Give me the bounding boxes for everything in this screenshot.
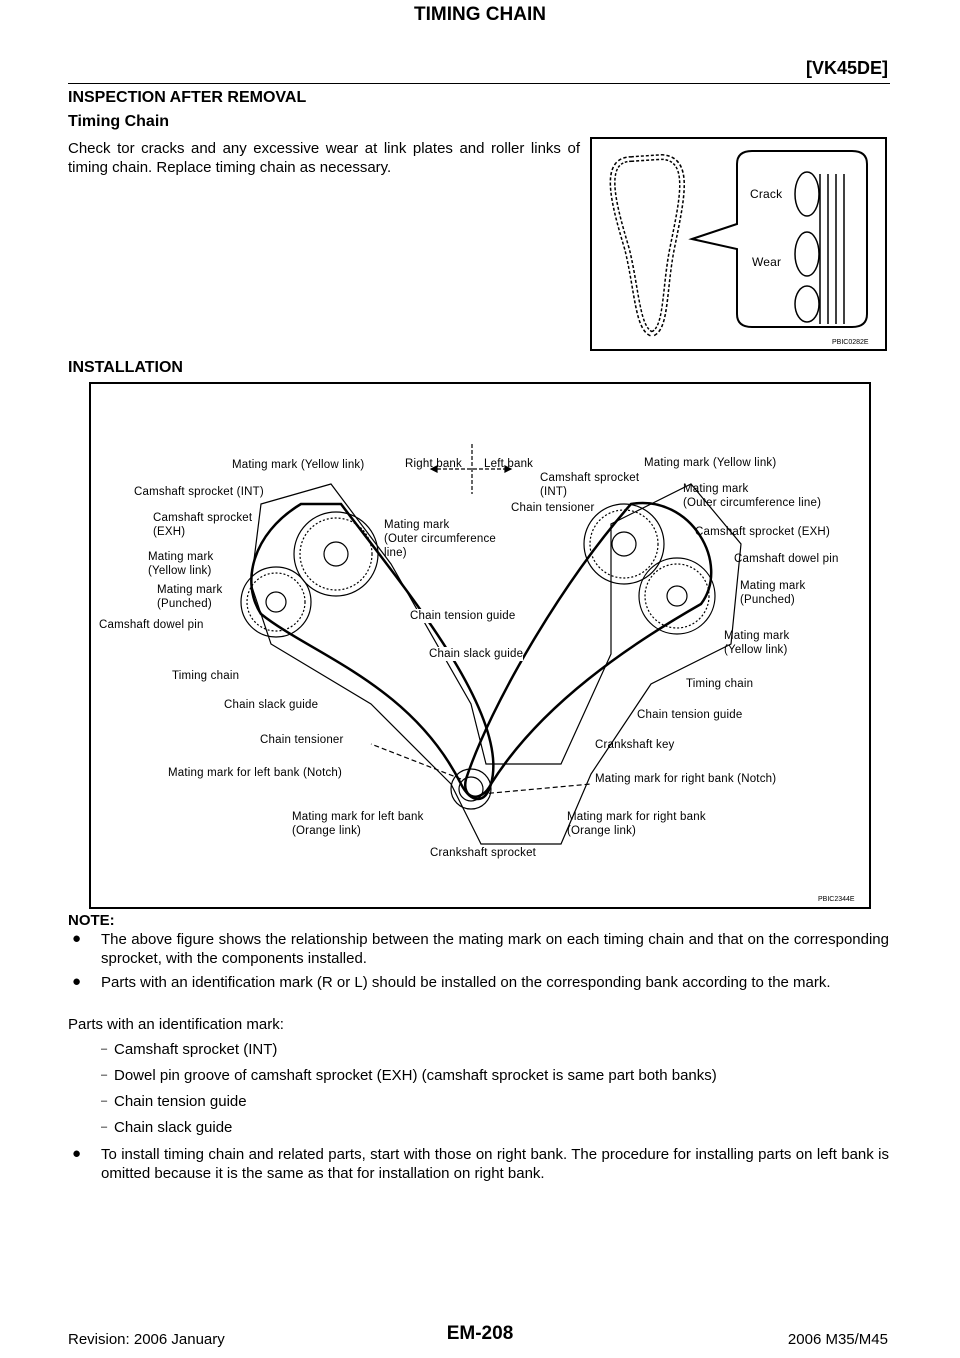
- diagram-label: Chain tension guide: [410, 609, 516, 623]
- figure-timing-chain-installation: Mating mark (Yellow link) Right bank Lef…: [89, 382, 871, 909]
- diagram-label: Camshaft sprocket (INT): [134, 486, 264, 498]
- diagram-label: Mating mark (Outer circumference line): [683, 483, 822, 509]
- part-item: Chain slack guide: [114, 1119, 233, 1136]
- diagram-label: Mating mark for right bank (Orange link): [567, 811, 706, 837]
- diagram-label: Right bank: [405, 458, 462, 470]
- diagram-label: Left bank: [484, 458, 534, 470]
- figure-code: PBIC2344E: [818, 896, 855, 903]
- diagram-label: Timing chain: [686, 678, 754, 690]
- diagram-label: Camshaft sprocket (EXH): [153, 512, 253, 538]
- header-divider: [68, 83, 890, 84]
- part-item: Dowel pin groove of camshaft sprocket (E…: [114, 1067, 717, 1084]
- figure-code: PBIC0282E: [832, 339, 869, 346]
- diagram-label: Timing chain: [172, 670, 240, 682]
- diagram-label: Camshaft dowel pin: [734, 553, 839, 565]
- diagram-label: Mating mark (Yellow link): [724, 630, 790, 656]
- diagram-label: Mating mark (Yellow link): [644, 457, 777, 469]
- dash-icon: –: [101, 1043, 108, 1055]
- diagram-label: Mating mark for left bank (Orange link): [292, 811, 424, 837]
- timing-chain-wear-illustration: [609, 150, 868, 338]
- engine-timing-diagram: [240, 444, 742, 845]
- part-item: Chain tension guide: [114, 1093, 247, 1110]
- bullet-icon: ●: [72, 930, 82, 947]
- diagram-label: Mating mark (Punched): [157, 584, 223, 610]
- diagram-label: Mating mark (Yellow link): [232, 459, 365, 471]
- figure-timing-chain-inspection: Crack Wear PBIC0282E: [590, 137, 887, 351]
- diagram-label: Mating mark (Yellow link): [148, 551, 214, 577]
- part-item: Camshaft sprocket (INT): [114, 1041, 278, 1058]
- diagram-label: Crankshaft sprocket: [430, 847, 537, 859]
- diagram-label: Mating mark (Outer circumference line): [384, 519, 497, 559]
- diagram-label: Camshaft sprocket (EXH): [695, 526, 830, 538]
- diagram-label: Camshaft sprocket (INT): [540, 472, 640, 498]
- bullet-icon: ●: [72, 1145, 82, 1162]
- crack-label: Crack: [750, 187, 783, 201]
- page-number: EM-208: [446, 1323, 514, 1344]
- diagram-label: Chain tension guide: [637, 709, 743, 721]
- note-heading: NOTE:: [68, 912, 115, 929]
- diagram-label: Crankshaft key: [595, 739, 675, 751]
- section-heading-installation: INSTALLATION: [68, 359, 183, 376]
- diagram-label: Chain tensioner: [260, 734, 344, 746]
- inspection-text: Check tor cracks and any excessive wear …: [68, 140, 580, 176]
- diagram-label: Mating mark for left bank (Notch): [168, 767, 343, 779]
- diagram-label: Chain tensioner: [511, 502, 595, 514]
- engine-code: [VK45DE]: [805, 58, 888, 78]
- bullet-icon: ●: [72, 973, 82, 990]
- final-bullet: To install timing chain and related part…: [101, 1146, 889, 1182]
- subheading-timing-chain: Timing Chain: [68, 113, 170, 130]
- diagram-label: Camshaft dowel pin: [99, 619, 204, 631]
- dash-icon: –: [101, 1095, 108, 1107]
- diagram-label: Chain slack guide: [224, 699, 319, 711]
- dash-icon: –: [101, 1069, 108, 1081]
- diagram-label: Chain slack guide: [429, 647, 524, 661]
- note-bullet: The above figure shows the relationship …: [101, 931, 889, 967]
- page-title: TIMING CHAIN: [414, 4, 546, 25]
- note-bullet: Parts with an identification mark (R or …: [101, 974, 831, 991]
- diagram-label: Mating mark (Punched): [740, 580, 806, 606]
- diagram-label: Mating mark for right bank (Notch): [595, 773, 777, 785]
- section-heading-inspection: INSPECTION AFTER REMOVAL: [68, 89, 307, 106]
- parts-intro: Parts with an identification mark:: [68, 1016, 284, 1033]
- footer-revision: Revision: 2006 January: [68, 1331, 225, 1348]
- wear-label: Wear: [752, 255, 782, 269]
- footer-model: 2006 M35/M45: [787, 1331, 888, 1348]
- dash-icon: –: [101, 1121, 108, 1133]
